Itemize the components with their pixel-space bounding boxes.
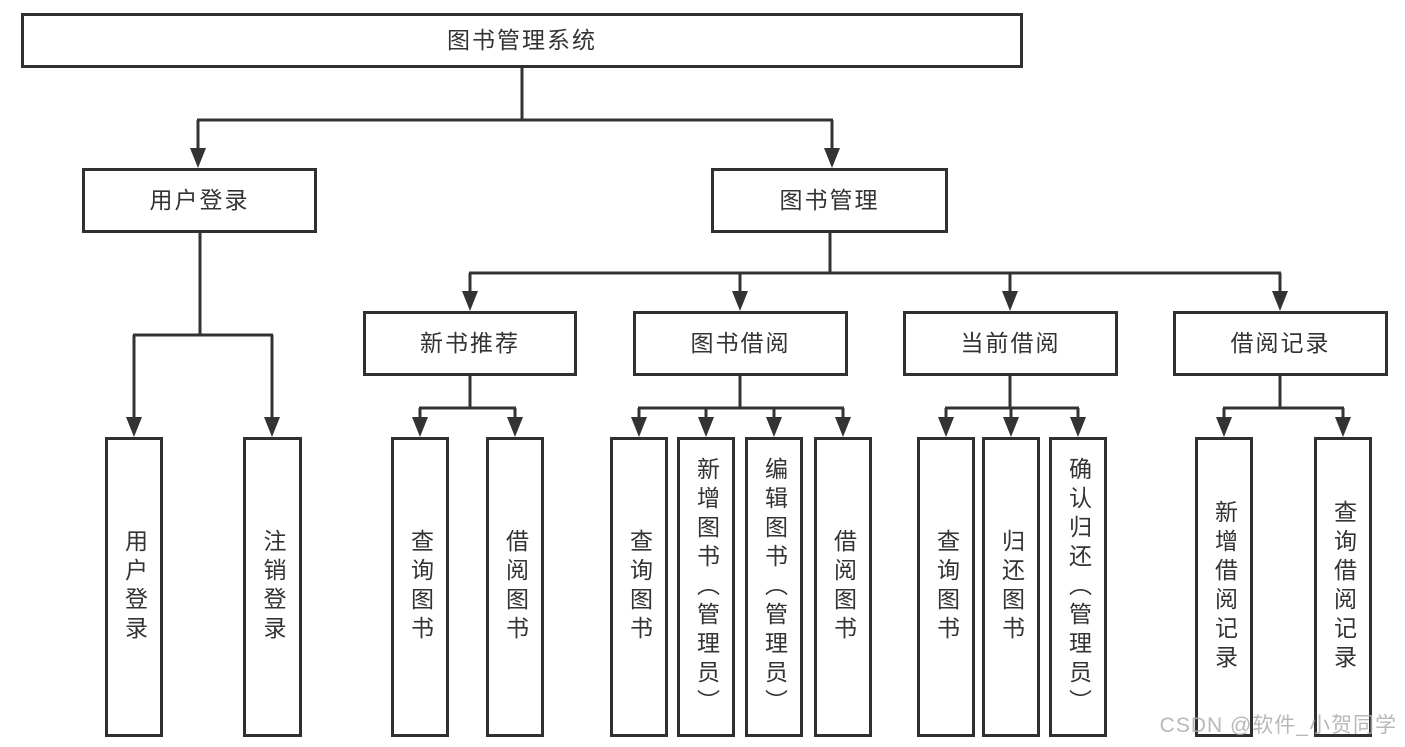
- node-current-borrowing: 当前借阅: [903, 311, 1118, 376]
- node-user-login: 用户登录: [82, 168, 317, 233]
- node-book-borrowing: 图书借阅: [633, 311, 848, 376]
- arrowheads: [126, 148, 1351, 437]
- node-leaf-query-borrow-record: 查询借阅记录: [1314, 437, 1372, 737]
- node-leaf-edit-books-admin: 编辑图书（管理员）: [745, 437, 803, 737]
- node-leaf-borrowing-borrow-books: 借阅图书: [814, 437, 872, 737]
- node-leaf-logout: 注销登录: [243, 437, 302, 737]
- node-leaf-user-login: 用户登录: [105, 437, 163, 737]
- node-leaf-recommend-borrow-books: 借阅图书: [486, 437, 544, 737]
- node-leaf-borrowing-query-books: 查询图书: [610, 437, 668, 737]
- node-borrowing-records: 借阅记录: [1173, 311, 1388, 376]
- connector-paths: [132, 68, 1345, 419]
- node-book-management: 图书管理: [711, 168, 948, 233]
- node-new-book-recommendation: 新书推荐: [363, 311, 577, 376]
- node-leaf-add-borrow-record: 新增借阅记录: [1195, 437, 1253, 737]
- node-leaf-confirm-return-admin: 确认归还（管理员）: [1049, 437, 1107, 737]
- node-root: 图书管理系统: [21, 13, 1023, 68]
- node-leaf-current-query-books: 查询图书: [917, 437, 975, 737]
- csdn-watermark: CSDN @软件_小贺同学: [1159, 714, 1397, 737]
- node-leaf-add-books-admin: 新增图书（管理员）: [677, 437, 735, 737]
- node-leaf-return-books: 归还图书: [982, 437, 1040, 737]
- node-leaf-recommend-query-books: 查询图书: [391, 437, 449, 737]
